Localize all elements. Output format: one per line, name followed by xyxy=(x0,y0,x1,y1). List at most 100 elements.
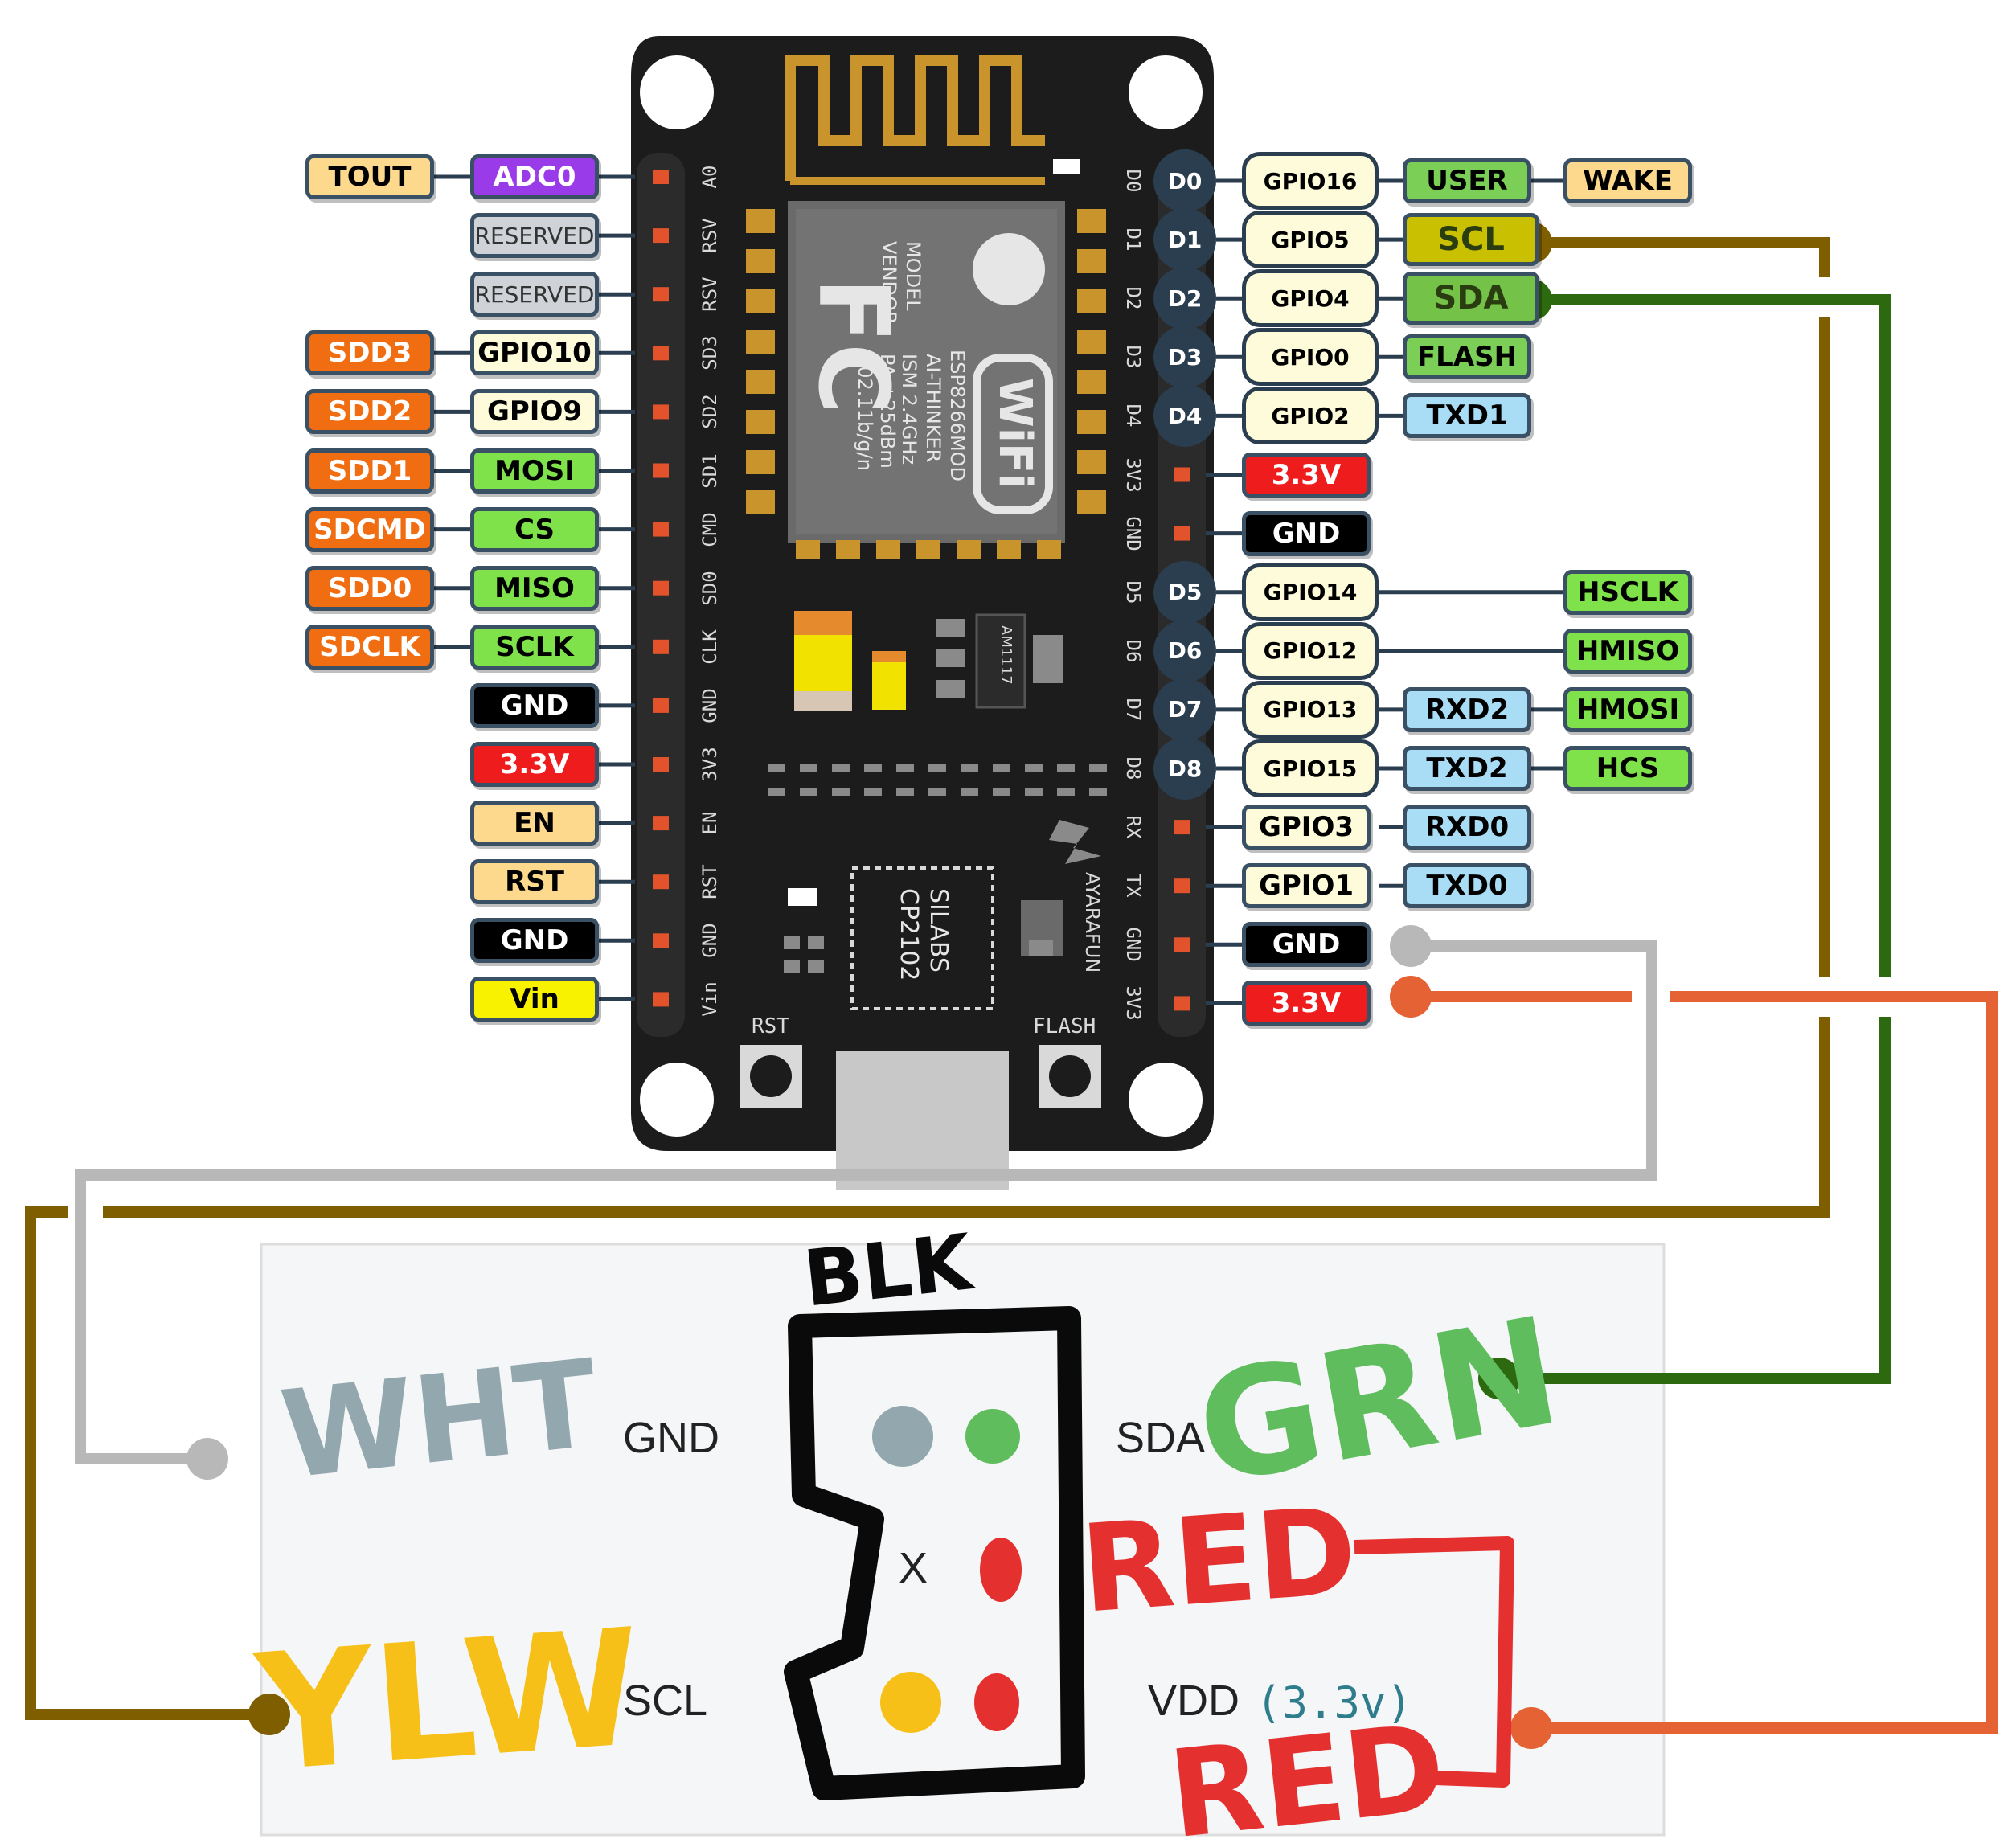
wire-sda xyxy=(1531,294,1891,977)
pin-number-d8: D8 xyxy=(1153,737,1216,800)
pin-label-rxd2: RXD2 xyxy=(1403,686,1531,732)
pin-label-flash: FLASH xyxy=(1403,334,1531,380)
usb-uart-chip xyxy=(850,866,994,1010)
pin-label-sdd2: SDD2 xyxy=(305,389,434,435)
pin-number-d3: D3 xyxy=(1153,326,1216,389)
gpio-label-gpio15: GPIO15 xyxy=(1242,739,1379,797)
pin-label-txd1: TXD1 xyxy=(1403,393,1531,439)
pin-dot-x xyxy=(980,1538,1022,1602)
pin-pad xyxy=(653,463,669,478)
pin-label-rst: RST xyxy=(470,859,599,905)
mounting-hole xyxy=(640,55,714,129)
pin-label-sdcmd: SDCMD xyxy=(305,506,434,552)
sensor-gnd-label: GND xyxy=(623,1414,719,1462)
pin-label-reserved: RESERVED xyxy=(470,213,599,259)
gpio-label-gpio13: GPIO13 xyxy=(1242,680,1379,739)
pin-number-d7: D7 xyxy=(1153,678,1216,741)
mounting-hole xyxy=(1129,55,1203,129)
pin-pad xyxy=(1174,996,1190,1011)
pin-label-right-gnd: GND xyxy=(1242,510,1371,556)
module-vendor-label: VENDOR xyxy=(878,241,900,325)
pin-number-d2: D2 xyxy=(1153,267,1216,330)
pin-label-right-gpio3: GPIO3 xyxy=(1242,805,1371,850)
pin-number-d4: D4 xyxy=(1153,384,1216,448)
pin-pad xyxy=(1174,467,1190,482)
pin-pad xyxy=(653,404,669,420)
pin-pad xyxy=(1174,878,1190,894)
handwritten-blk: BLK xyxy=(799,1217,977,1325)
pin-dot-sda xyxy=(965,1409,1020,1464)
pin-number-d0: D0 xyxy=(1153,149,1216,212)
pin-label-tout: TOUT xyxy=(305,154,434,199)
pin-number-d5: D5 xyxy=(1153,560,1216,624)
nodemcu-board xyxy=(631,36,1214,1190)
silk-label-left: Vin xyxy=(699,981,721,1018)
pin-dot-gnd xyxy=(872,1406,933,1467)
gpio-label-gpio4: GPIO4 xyxy=(1242,269,1379,328)
pin-label-vin: Vin xyxy=(470,977,599,1022)
pin-pad xyxy=(653,874,669,890)
pin-pad xyxy=(1174,937,1190,952)
pin-pad xyxy=(653,580,669,596)
pin-pad xyxy=(653,639,669,654)
pin-label-wake: WAKE xyxy=(1563,158,1692,203)
sensor-scl-label: SCL xyxy=(623,1677,708,1725)
pin-label-hsclk: HSCLK xyxy=(1563,569,1692,615)
pin-label-gpio10: GPIO10 xyxy=(470,330,599,376)
usb-chip-label-1: SILABS xyxy=(924,888,953,973)
pin-label-33v: 3.3V xyxy=(470,742,599,787)
pin-label-txd2: TXD2 xyxy=(1403,746,1531,791)
gpio-label-gpio5: GPIO5 xyxy=(1242,211,1379,269)
pin-pad xyxy=(653,522,669,537)
pin-number-d1: D1 xyxy=(1153,208,1216,272)
sensor-sda-label: SDA xyxy=(1116,1414,1206,1462)
pin-label-mosi: MOSI xyxy=(470,448,599,494)
pin-pad xyxy=(653,170,669,184)
sensor-x-label: X xyxy=(899,1544,928,1592)
mounting-hole xyxy=(640,1063,714,1137)
handwritten-red-top: RED xyxy=(1076,1481,1362,1640)
pin-pad xyxy=(653,816,669,831)
wire-gnd xyxy=(75,940,1657,1464)
pin-label-miso: MISO xyxy=(470,565,599,611)
gpio-label-gpio12: GPIO12 xyxy=(1242,621,1379,680)
pin-pad xyxy=(653,346,669,361)
pin-label-adc0: ADC0 xyxy=(470,154,599,199)
pin-label-sdd3: SDD3 xyxy=(305,330,434,376)
pin-label-right-33v: 3.3V xyxy=(1242,452,1371,498)
pin-label-scl: SCL xyxy=(1403,213,1539,267)
pin-pad xyxy=(1174,526,1190,541)
pin-number-d6: D6 xyxy=(1153,619,1216,682)
pin-label-gnd: GND xyxy=(470,682,599,728)
power-led-bolt xyxy=(1049,820,1101,864)
rst-button-label: RST xyxy=(752,1014,789,1038)
pin-pad xyxy=(653,757,669,772)
pin-label-txd0: TXD0 xyxy=(1403,863,1531,909)
espressif-logo xyxy=(973,233,1045,305)
maker-label: AYARAFUN xyxy=(1081,872,1104,973)
handwritten-ylw: YLW xyxy=(251,1594,647,1808)
gpio-label-gpio16: GPIO16 xyxy=(1242,152,1379,210)
pin-label-hmosi: HMOSI xyxy=(1563,686,1692,732)
pin-pad xyxy=(653,228,669,244)
pin-dot-vdd xyxy=(974,1673,1019,1731)
pin-pad xyxy=(653,287,669,302)
wire-scl xyxy=(1531,237,1830,277)
usb-chip-label-2: CP2102 xyxy=(895,888,923,981)
pin-label-gnd: GND xyxy=(470,918,599,964)
capacitor-small xyxy=(872,657,906,710)
pin-label-user: USER xyxy=(1403,158,1531,203)
pin-dot-scl xyxy=(880,1672,941,1733)
pin-label-hcs: HCS xyxy=(1563,746,1692,791)
pin-label-gpio9: GPIO9 xyxy=(470,389,599,435)
red-bracket xyxy=(1354,1536,1514,1788)
pin-label-sdd1: SDD1 xyxy=(305,448,434,494)
antenna-trace xyxy=(785,55,1045,181)
pin-label-rxd0: RXD0 xyxy=(1403,805,1531,850)
pin-label-right-gpio1: GPIO1 xyxy=(1242,863,1371,909)
silk-label-right: 3V3 xyxy=(1122,985,1145,1022)
wifi-logo-text: WiFi xyxy=(989,378,1041,489)
pin-label-reserved: RESERVED xyxy=(470,272,599,317)
